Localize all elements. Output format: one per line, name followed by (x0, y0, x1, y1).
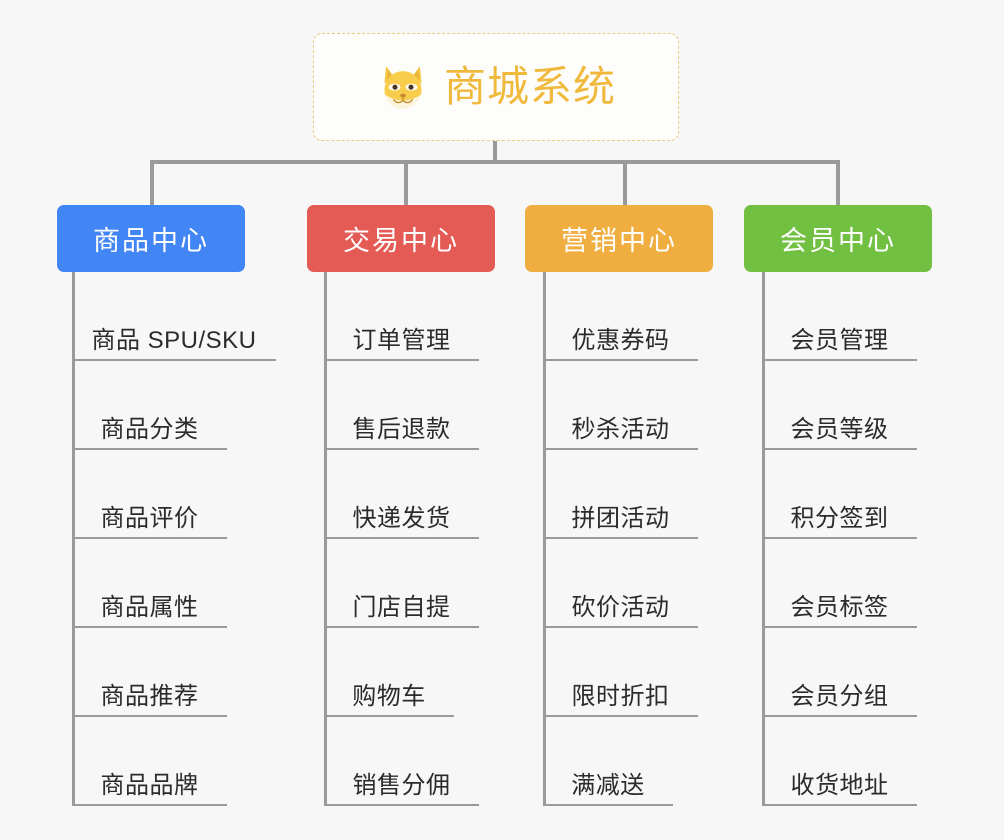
list-item[interactable]: 优惠券码 (543, 272, 698, 361)
list-item-label: 商品推荐 (100, 683, 199, 711)
list-item-label: 会员管理 (790, 327, 889, 355)
list-item[interactable]: 快递发货 (324, 450, 479, 539)
list-item[interactable]: 售后退款 (324, 361, 479, 450)
column-header-trade[interactable]: 交易中心 (307, 205, 495, 272)
connector-drop-1 (150, 160, 154, 207)
list-item-label: 积分签到 (790, 505, 889, 533)
list-item[interactable]: 会员标签 (762, 539, 917, 628)
column-header-label: 商品中心 (93, 226, 209, 256)
list-item-label: 商品评价 (100, 505, 199, 533)
list-item-label: 商品属性 (100, 594, 199, 622)
column-header-product[interactable]: 商品中心 (57, 205, 245, 272)
root-title: 商城系统 (443, 63, 616, 110)
connector-drop-2 (404, 160, 408, 207)
list-item[interactable]: 商品推荐 (72, 628, 227, 717)
column-trunk-line (324, 272, 327, 806)
connector-drop-4 (836, 160, 840, 207)
list-item-label: 订单管理 (352, 327, 451, 355)
list-item-label: 拼团活动 (571, 505, 670, 533)
list-item[interactable]: 会员管理 (762, 272, 917, 361)
list-item-label: 秒杀活动 (571, 416, 670, 444)
column-header-label: 会员中心 (780, 226, 896, 256)
list-item-label: 商品 SPU/SKU (91, 327, 257, 355)
list-item-label: 商品品牌 (100, 772, 199, 800)
column-header-marketing[interactable]: 营销中心 (525, 205, 713, 272)
list-item[interactable]: 秒杀活动 (543, 361, 698, 450)
list-item[interactable]: 收货地址 (762, 717, 917, 806)
list-item[interactable]: 订单管理 (324, 272, 479, 361)
list-item-label: 购物车 (352, 683, 426, 711)
list-item-label: 优惠券码 (571, 327, 670, 355)
list-item[interactable]: 砍价活动 (543, 539, 698, 628)
list-item-label: 售后退款 (352, 416, 451, 444)
list-item[interactable]: 门店自提 (324, 539, 479, 628)
column-trunk-line (543, 272, 546, 806)
shiba-dog-icon (384, 66, 422, 110)
list-item[interactable]: 积分签到 (762, 450, 917, 539)
list-item[interactable]: 限时折扣 (543, 628, 698, 717)
list-item[interactable]: 商品属性 (72, 539, 227, 628)
list-item-label: 销售分佣 (352, 772, 451, 800)
list-item[interactable]: 商品分类 (72, 361, 227, 450)
list-item-label: 满减送 (571, 772, 645, 800)
list-item-label: 收货地址 (790, 772, 889, 800)
list-item-label: 商品分类 (100, 416, 199, 444)
column-trunk-line (762, 272, 765, 806)
column-header-label: 交易中心 (343, 226, 459, 256)
column-header-member[interactable]: 会员中心 (744, 205, 932, 272)
column-header-label: 营销中心 (561, 226, 677, 256)
list-item-label: 会员分组 (790, 683, 889, 711)
column-trunk-line (72, 272, 75, 806)
connector-root-stem (493, 141, 497, 162)
list-item-label: 限时折扣 (571, 683, 670, 711)
list-item[interactable]: 销售分佣 (324, 717, 479, 806)
list-item[interactable]: 商品品牌 (72, 717, 227, 806)
connector-horizontal-bus (150, 160, 840, 164)
list-item[interactable]: 购物车 (324, 628, 454, 717)
list-item[interactable]: 拼团活动 (543, 450, 698, 539)
list-item[interactable]: 会员等级 (762, 361, 917, 450)
list-item-label: 会员等级 (790, 416, 889, 444)
list-item[interactable]: 满减送 (543, 717, 673, 806)
list-item-label: 砍价活动 (571, 594, 670, 622)
list-item[interactable]: 商品 SPU/SKU (72, 272, 276, 361)
list-item-label: 会员标签 (790, 594, 889, 622)
list-item-label: 快递发货 (352, 505, 451, 533)
root-node[interactable]: 商城系统 (313, 33, 679, 141)
list-item[interactable]: 会员分组 (762, 628, 917, 717)
list-item[interactable]: 商品评价 (72, 450, 227, 539)
list-item-label: 门店自提 (352, 594, 451, 622)
connector-drop-3 (623, 160, 627, 207)
